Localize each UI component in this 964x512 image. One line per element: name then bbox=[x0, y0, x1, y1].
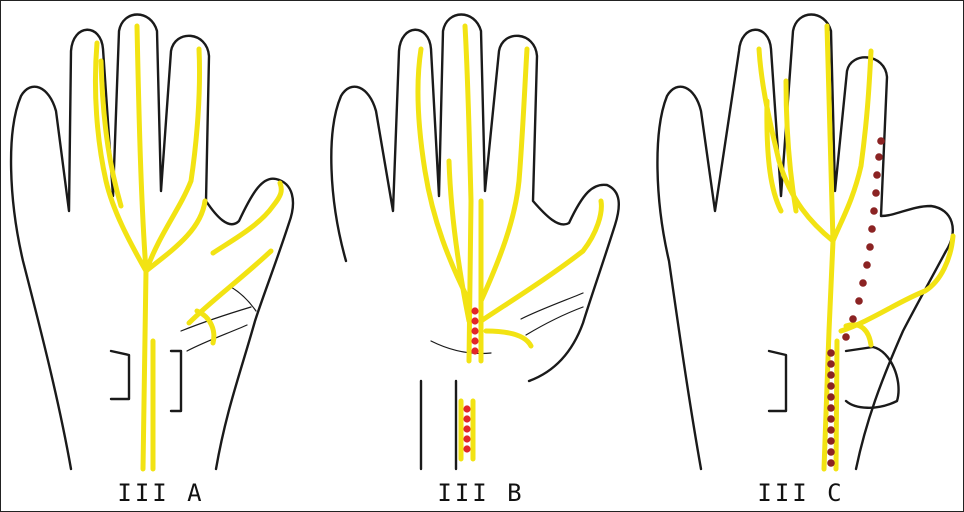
nerve-branches bbox=[95, 26, 281, 343]
hand-drawing-c bbox=[641, 1, 961, 476]
panel-label: III B bbox=[321, 479, 641, 507]
incision-left bbox=[769, 351, 786, 411]
incision-left bbox=[111, 351, 129, 399]
hand-drawing-a bbox=[1, 1, 321, 476]
nerve-branches bbox=[418, 49, 601, 346]
panel-label: III A bbox=[1, 479, 321, 507]
dots-lower bbox=[463, 405, 470, 452]
panel-a: III A bbox=[1, 1, 321, 476]
dots-upper bbox=[471, 307, 478, 354]
incision-right bbox=[846, 347, 899, 408]
panel-c: III C bbox=[641, 1, 961, 476]
nerve-branches bbox=[759, 26, 953, 345]
incision-right bbox=[171, 351, 181, 411]
panel-label: III C bbox=[641, 479, 961, 507]
panel-b: III B bbox=[321, 1, 641, 476]
nerve-trunk bbox=[143, 271, 153, 469]
dots-branch bbox=[842, 137, 885, 341]
hand-drawing-b bbox=[321, 1, 641, 476]
hand-outline bbox=[657, 15, 952, 470]
